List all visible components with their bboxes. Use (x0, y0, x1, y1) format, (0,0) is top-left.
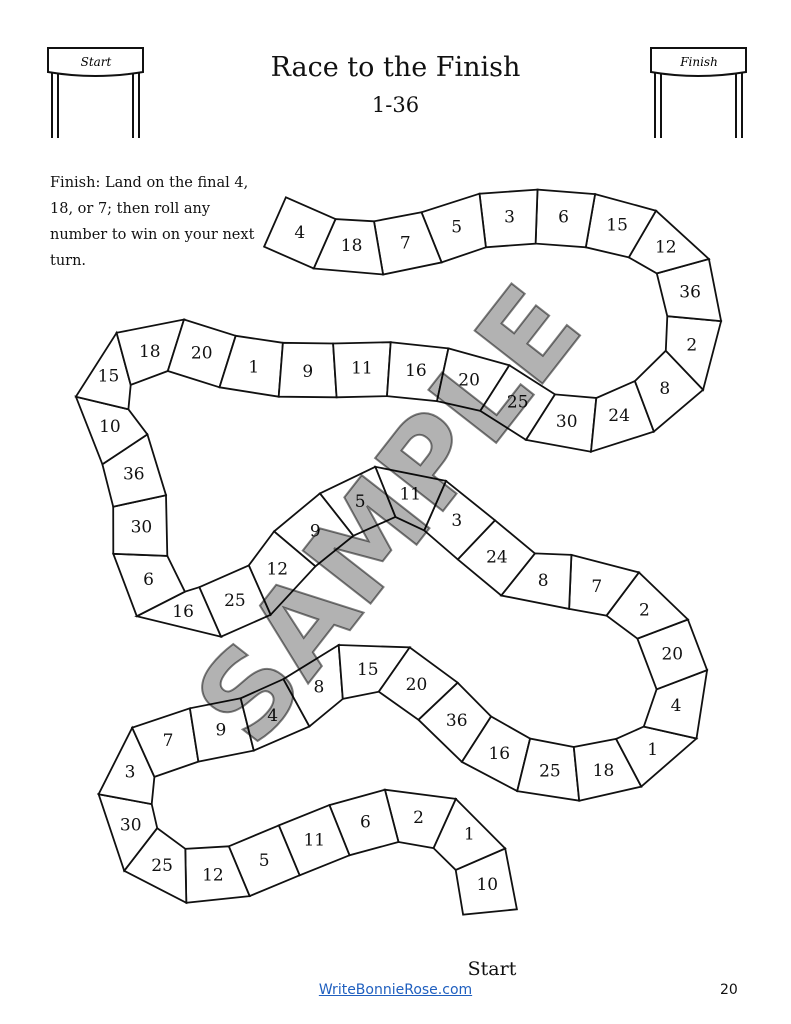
board-space: 36 (101, 432, 168, 508)
board-space-number: 11 (399, 485, 421, 505)
board-space-number: 11 (303, 830, 325, 850)
board-space-number: 4 (267, 706, 278, 726)
board-space-number: 20 (406, 675, 428, 695)
board-space-number: 10 (476, 875, 498, 895)
board-space: 20 (166, 318, 237, 389)
board-space-number: 2 (686, 336, 697, 356)
board-space-number: 16 (405, 361, 427, 381)
board-space: 18 (312, 218, 385, 276)
board-space-number: 25 (151, 856, 173, 876)
finish-rules-text: Finish: Land on the final 4, 18, or 7; t… (50, 175, 255, 269)
board-space-number: 8 (313, 678, 324, 698)
finish-banner-icon: Finish (650, 47, 747, 138)
board-space-number: 12 (202, 865, 224, 885)
board-space: 9 (277, 341, 338, 399)
board-space: 36 (655, 257, 723, 323)
board-space: 3 (478, 188, 539, 249)
board-space-number: 36 (679, 282, 701, 302)
board-space-number: 9 (215, 721, 226, 741)
board-space-number: 8 (538, 571, 549, 591)
board-space: 4 (262, 196, 337, 270)
board-space-number: 11 (351, 359, 373, 379)
board-space-number: 12 (266, 560, 288, 580)
board-space-number: 15 (98, 367, 120, 387)
board-space-number: 7 (591, 577, 602, 597)
board-space-number: 16 (488, 744, 510, 764)
board-space-number: 10 (99, 417, 121, 437)
board-space: 20 (435, 347, 511, 412)
board-space-number: 9 (310, 521, 321, 541)
start-banner-text: Start (81, 55, 112, 69)
board-space-number: 6 (558, 208, 569, 228)
start-label: Start (467, 958, 517, 980)
board-space: 11 (277, 803, 351, 877)
board-space-number: 12 (655, 238, 677, 258)
board-space-number: 25 (224, 591, 246, 611)
board-space: 11 (332, 341, 392, 399)
board-space-number: 15 (606, 215, 628, 235)
board-space-cell (262, 196, 337, 270)
board-space-number: 2 (639, 600, 650, 620)
footer-link[interactable]: WriteBonnieRose.com (318, 982, 473, 998)
board-space-number: 1 (647, 740, 658, 760)
board-space-number: 30 (120, 816, 142, 836)
board-space-number: 1 (464, 825, 475, 845)
board-space-number: 5 (259, 851, 270, 871)
board-space-number: 3 (504, 207, 515, 227)
board-space: 25 (479, 364, 557, 442)
page-subtitle: 1-36 (371, 93, 420, 117)
board-space-number: 18 (341, 236, 363, 256)
board-space-number: 6 (360, 813, 371, 833)
board-space-number: 15 (357, 660, 379, 680)
board-space-number: 18 (593, 761, 615, 781)
board-space-number: 20 (191, 343, 213, 363)
board-space-number: 25 (507, 393, 529, 413)
board-space: 24 (589, 379, 656, 453)
board-space-number: 30 (556, 412, 578, 432)
finish-banner-text: Finish (679, 55, 718, 69)
board-space-number: 16 (172, 602, 194, 622)
board-space-number: 20 (661, 644, 683, 664)
board-space-number: 8 (659, 379, 670, 399)
board-space-number: 24 (608, 406, 630, 426)
page-title: Race to the Finish (270, 52, 521, 83)
board-space-number: 1 (248, 358, 259, 378)
board-space: 15 (74, 330, 132, 411)
board-space-number: 36 (123, 465, 145, 485)
board-space: 12 (184, 845, 251, 904)
board-space-number: 18 (139, 342, 161, 362)
page-number: 20 (720, 982, 738, 998)
start-banner-icon: Start (47, 47, 144, 138)
board-space-number: 36 (446, 711, 468, 731)
board-space-number: 4 (671, 696, 682, 716)
board-space-number: 30 (131, 518, 153, 538)
board-space: 18 (115, 318, 186, 387)
board-space-number: 3 (125, 763, 136, 783)
board-space-number: 4 (294, 223, 305, 243)
board-space-number: 9 (302, 362, 313, 382)
board-space-number: 3 (451, 511, 462, 531)
board-space-number: 7 (163, 731, 174, 751)
board-space-number: 5 (451, 217, 462, 237)
board-space-number: 25 (539, 761, 561, 781)
board-space-number: 6 (143, 570, 154, 590)
board-space-number: 24 (486, 548, 508, 568)
board-space: 30 (112, 494, 169, 557)
board-space-number: 7 (400, 233, 411, 253)
board-space: 6 (534, 188, 597, 249)
board-space-number: 5 (355, 492, 366, 512)
board-space-number: 20 (458, 371, 480, 391)
board-space-number: 2 (413, 808, 424, 828)
